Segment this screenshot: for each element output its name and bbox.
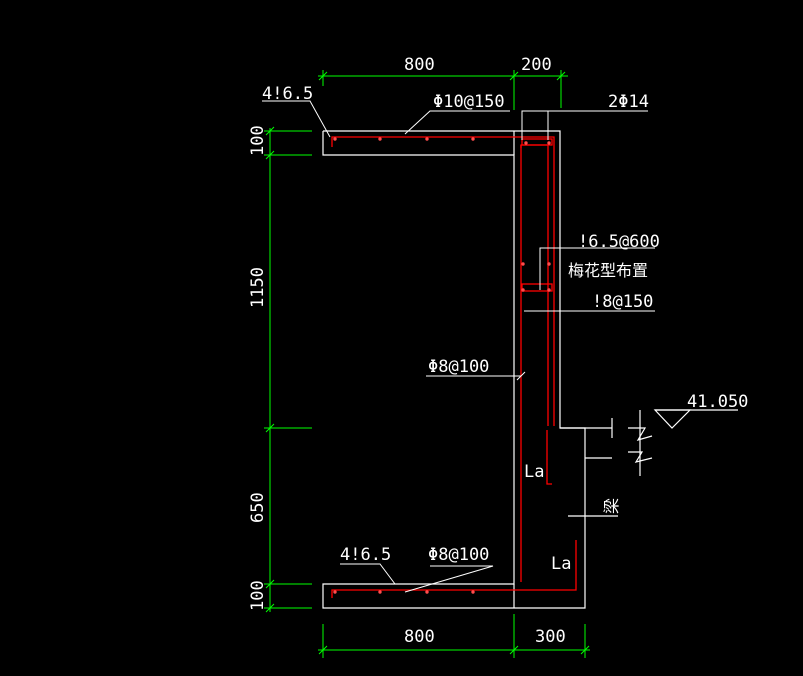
- dimension-lines: [264, 70, 590, 658]
- top-slab-rebar: [331, 136, 555, 426]
- rebar-dot: [378, 137, 382, 141]
- concrete-outline: [322, 130, 618, 609]
- beam-anchor-bar: [546, 430, 552, 485]
- wall-inner-rebar: [520, 144, 549, 426]
- rebar-dot: [425, 590, 429, 594]
- dim-bottom-left-width: 800: [404, 627, 435, 647]
- tie-loop: [521, 283, 553, 292]
- label-top-slab-bars: 4!6.5: [262, 84, 313, 104]
- rebar-dot: [547, 262, 551, 266]
- leader-top-slab-dist: [404, 110, 510, 135]
- dim-lower-height: 650: [248, 492, 268, 523]
- rebar-dot: [333, 137, 337, 141]
- label-anchor-la-1: La: [524, 462, 544, 482]
- rebar-dot: [547, 141, 551, 145]
- leader-lines: [262, 100, 655, 593]
- dim-bottom-slab-thickness: 100: [248, 580, 268, 611]
- label-bottom-slab-bars: 4!6.5: [340, 545, 391, 565]
- leader-top-slab-bars: [262, 100, 331, 138]
- leader-bottom-slab-dist: [404, 565, 494, 593]
- rebar-dot: [521, 288, 525, 292]
- label-elevation: 41.050: [687, 392, 748, 412]
- leader-bottom-slab-bars: [340, 563, 396, 585]
- rebar-dot: [471, 137, 475, 141]
- label-wall-vertical: !8@150: [592, 292, 653, 312]
- dim-top-left-width: 800: [404, 55, 435, 75]
- break-line-symbol: [611, 410, 653, 476]
- leader-tie: [539, 247, 655, 290]
- rebar-dots: [333, 137, 551, 594]
- dim-top-right-width: 200: [521, 55, 552, 75]
- rebar-dot: [524, 141, 528, 145]
- rebar-lines: [331, 136, 577, 598]
- corner-stirrup: [521, 138, 553, 146]
- dim-bottom-right-width: 300: [535, 627, 566, 647]
- label-tie-spacing: !6.5@600: [578, 232, 660, 252]
- label-anchor-la-2: La: [551, 554, 571, 574]
- label-wall-horizontal: Φ8@100: [428, 357, 489, 377]
- label-top-corner-bars: 2Φ14: [608, 92, 649, 112]
- label-bottom-slab-dist: Φ8@100: [428, 545, 489, 565]
- label-top-slab-dist: Φ10@150: [433, 92, 505, 112]
- bottom-slab-rebar: [331, 540, 577, 598]
- rebar-dot: [378, 590, 382, 594]
- dim-wall-height: 1150: [248, 267, 268, 308]
- elevation-marker: [653, 409, 738, 429]
- label-beam: 梁: [602, 498, 621, 514]
- rebar-dot: [425, 137, 429, 141]
- leader-corner-bars: [521, 110, 648, 140]
- rebar-dot: [547, 288, 551, 292]
- section-profile-outline: [322, 130, 586, 609]
- leader-horizontal-tick: [516, 371, 526, 381]
- label-tie-layout: 梅花型布置: [568, 261, 648, 280]
- rebar-dot: [521, 262, 525, 266]
- dim-top-slab-thickness: 100: [248, 125, 268, 156]
- rebar-dot: [333, 590, 337, 594]
- rebar-dot: [471, 590, 475, 594]
